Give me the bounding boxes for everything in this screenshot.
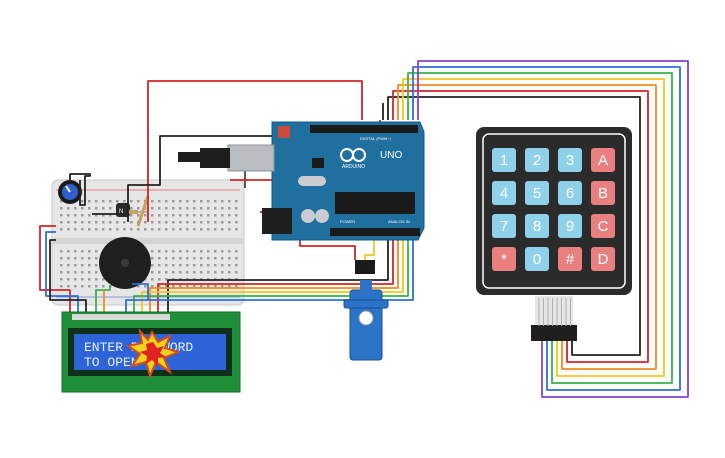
piezo-buzzer-icon[interactable] [99, 237, 151, 289]
keypad-key[interactable]: 3 [558, 148, 582, 172]
keypad-key[interactable]: 0 [525, 247, 549, 271]
digital-label: DIGITAL (PWM~) [360, 136, 392, 141]
power-label: POWER [340, 219, 355, 224]
keypad-key-label: 2 [533, 152, 541, 169]
keypad-key-label: # [566, 251, 575, 268]
keypad-key[interactable]: 9 [558, 214, 582, 238]
infinity-logo-icon [340, 148, 366, 162]
keypad-key-label: * [501, 251, 507, 268]
keypad-ribbon [531, 296, 577, 341]
keypad-key-label: A [598, 152, 608, 169]
keypad-key-label: 6 [566, 185, 574, 202]
keypad-key[interactable]: 2 [525, 148, 549, 172]
keypad-key-label: 9 [566, 218, 574, 235]
transistor[interactable]: N [116, 203, 130, 217]
keypad-key[interactable]: B [591, 181, 615, 205]
keypad-key-label: 3 [566, 152, 574, 169]
logo-text: ARDUINO [342, 164, 365, 170]
keypad-key-label: 4 [500, 185, 508, 202]
keypad-key[interactable]: 8 [525, 214, 549, 238]
servo-motor[interactable] [343, 260, 389, 361]
potentiometer[interactable] [58, 180, 82, 204]
keypad-keys: 1 2 3 A 4 5 6 B 7 8 9 C * 0 # D [492, 148, 615, 271]
resistor-diag [136, 195, 150, 227]
keypad-key-label: C [598, 218, 609, 235]
svg-text:N: N [119, 209, 123, 215]
breadboard-holes [60, 200, 238, 288]
keypad-key-label: 0 [533, 251, 541, 268]
keypad-key[interactable]: 6 [558, 181, 582, 205]
explosion-icon [125, 327, 181, 379]
keypad-key-label: D [598, 251, 609, 268]
keypad-key-label: 8 [533, 218, 541, 235]
keypad-key-label: 1 [500, 152, 508, 169]
keypad-key-label: 5 [533, 185, 541, 202]
board-label: UNO [380, 150, 402, 161]
keypad-key[interactable]: 1 [492, 148, 516, 172]
keypad-key[interactable]: # [558, 247, 582, 271]
keypad-key[interactable]: D [591, 247, 615, 271]
keypad-key[interactable]: 4 [492, 181, 516, 205]
keypad-key[interactable]: 7 [492, 214, 516, 238]
lcd-display[interactable]: ENTER PASSWORD TO OPEN [61, 311, 241, 393]
keypad-key[interactable]: * [492, 247, 516, 271]
keypad-4x4[interactable]: 1 2 3 A 4 5 6 B 7 8 9 C * 0 # D [476, 127, 632, 341]
keypad-key[interactable]: C [591, 214, 615, 238]
analog-label: ANALOG IN [388, 219, 410, 224]
keypad-key-label: 7 [500, 218, 508, 235]
lcd-line-2: TO OPEN [84, 355, 139, 370]
arduino-uno-board[interactable]: UNO ARDUINO DIGITAL (PWM~) ANALOG IN POW… [178, 121, 425, 241]
keypad-key[interactable]: A [591, 148, 615, 172]
breadboard[interactable] [51, 179, 245, 306]
keypad-key-label: B [598, 185, 608, 202]
keypad-key[interactable]: 5 [525, 181, 549, 205]
